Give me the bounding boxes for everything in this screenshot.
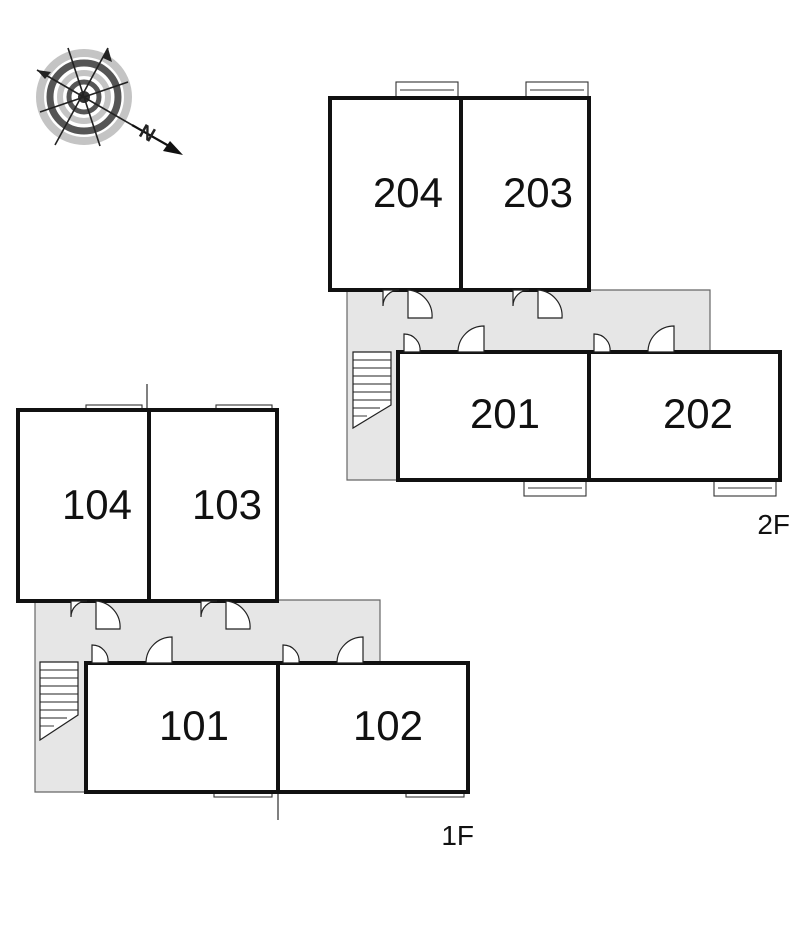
unit-label: 202 bbox=[663, 390, 733, 437]
unit-label: 204 bbox=[373, 169, 443, 216]
floor-label: 1F bbox=[441, 820, 474, 851]
door-icon bbox=[403, 325, 675, 353]
floor-2f: 204 203 201 202 2F bbox=[328, 81, 790, 540]
unit-label: 103 bbox=[192, 481, 262, 528]
staircase-2f bbox=[352, 351, 392, 430]
door-icon bbox=[70, 600, 251, 630]
unit-label: 201 bbox=[470, 390, 540, 437]
unit-label: 102 bbox=[353, 702, 423, 749]
unit-label: 104 bbox=[62, 481, 132, 528]
unit-204 bbox=[328, 96, 463, 292]
unit-102 bbox=[276, 661, 470, 794]
door-icon bbox=[382, 289, 563, 319]
unit-202 bbox=[587, 350, 782, 482]
floor-1f: 104 103 101 102 1F bbox=[16, 384, 474, 851]
north-label: N bbox=[135, 120, 159, 146]
unit-label: 203 bbox=[503, 169, 573, 216]
staircase-1f bbox=[39, 661, 79, 742]
compass-rose-icon: N bbox=[36, 47, 183, 155]
unit-label: 101 bbox=[159, 702, 229, 749]
door-icon bbox=[91, 636, 364, 664]
unit-201 bbox=[396, 350, 591, 482]
unit-103 bbox=[147, 408, 279, 603]
floor-label: 2F bbox=[757, 509, 790, 540]
